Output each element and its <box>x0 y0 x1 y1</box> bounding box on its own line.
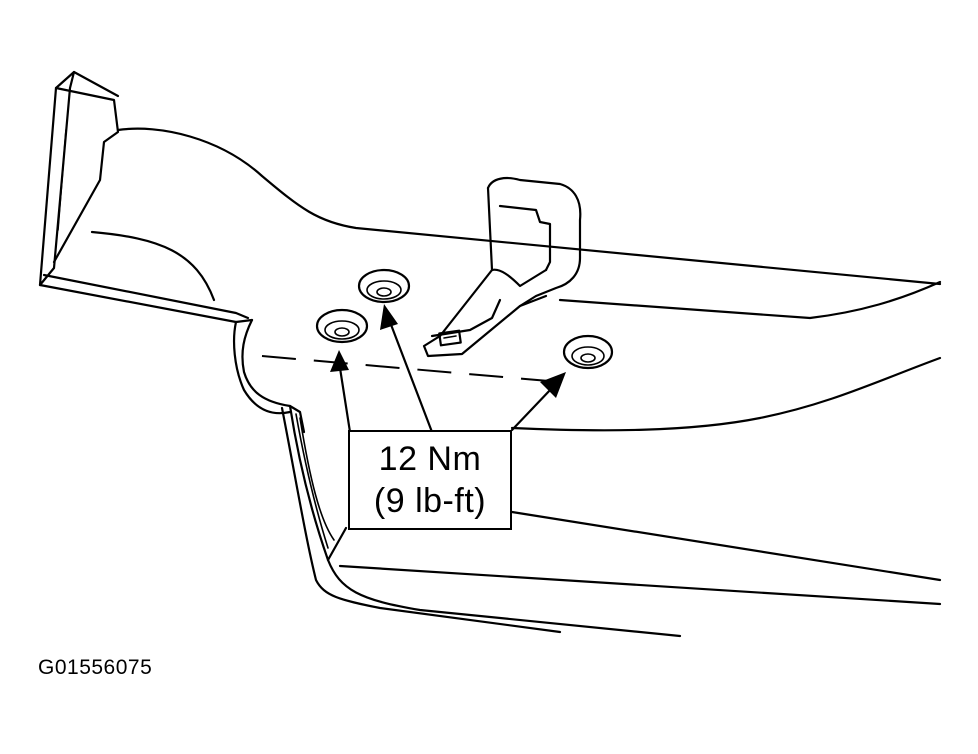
arrowhead-left <box>330 350 349 372</box>
torque-imperial-label: (9 lb-ft) <box>373 482 487 520</box>
leader-arrows <box>330 304 566 434</box>
left-bracket <box>38 70 254 324</box>
housing-outline <box>90 127 942 638</box>
bolt-center <box>357 268 411 304</box>
mounting-bracket <box>422 177 582 358</box>
arrowhead-right <box>540 372 566 398</box>
arrowhead-center <box>380 304 398 330</box>
bolt-right <box>562 334 614 370</box>
figure-id: G01556075 <box>38 656 153 679</box>
bolt-left <box>315 308 369 344</box>
torque-metric-label: 12 Nm <box>378 440 482 478</box>
torque-spec-callout: 12 Nm (9 lb-ft) <box>348 430 512 530</box>
